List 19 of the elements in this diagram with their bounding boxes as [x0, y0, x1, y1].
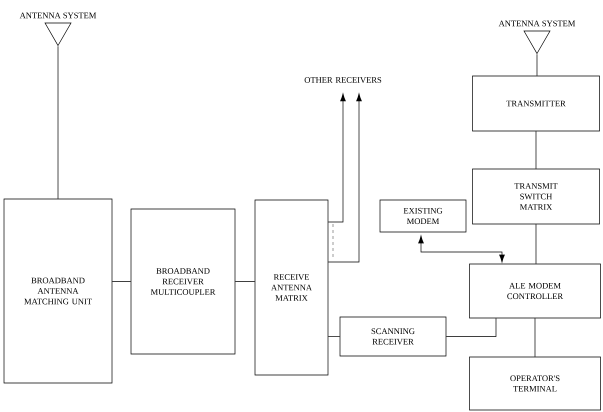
- block-box: TRANSMIT SWITCH MATRIX: [472, 168, 600, 224]
- connector-line: [328, 336, 340, 337]
- block-box: BROADBAND RECEIVER MULTICOUPLER: [130, 208, 236, 354]
- block-box: TRANSMITTER: [472, 76, 600, 132]
- block-box: ALE MODEM CONTROLLER: [469, 264, 601, 318]
- connector-line: [534, 318, 536, 357]
- connector-line: [446, 318, 496, 337]
- label-text: OTHER RECEIVERS: [304, 77, 382, 83]
- block-box: EXISTING MODEM: [380, 200, 466, 232]
- connector-line: [536, 54, 538, 76]
- connector-line: [112, 281, 131, 282]
- arrow: [328, 94, 346, 222]
- connector-line: [235, 281, 255, 282]
- arrow: [418, 236, 505, 262]
- block-box: SCANNING RECEIVER: [340, 316, 446, 356]
- arrow: [328, 94, 362, 262]
- block-box: RECEIVE ANTENNA MATRIX: [254, 200, 328, 376]
- block-box: OPERATOR'S TERMINAL: [469, 356, 601, 410]
- block-box: BROADBAND ANTENNA MATCHING UNIT: [4, 198, 112, 384]
